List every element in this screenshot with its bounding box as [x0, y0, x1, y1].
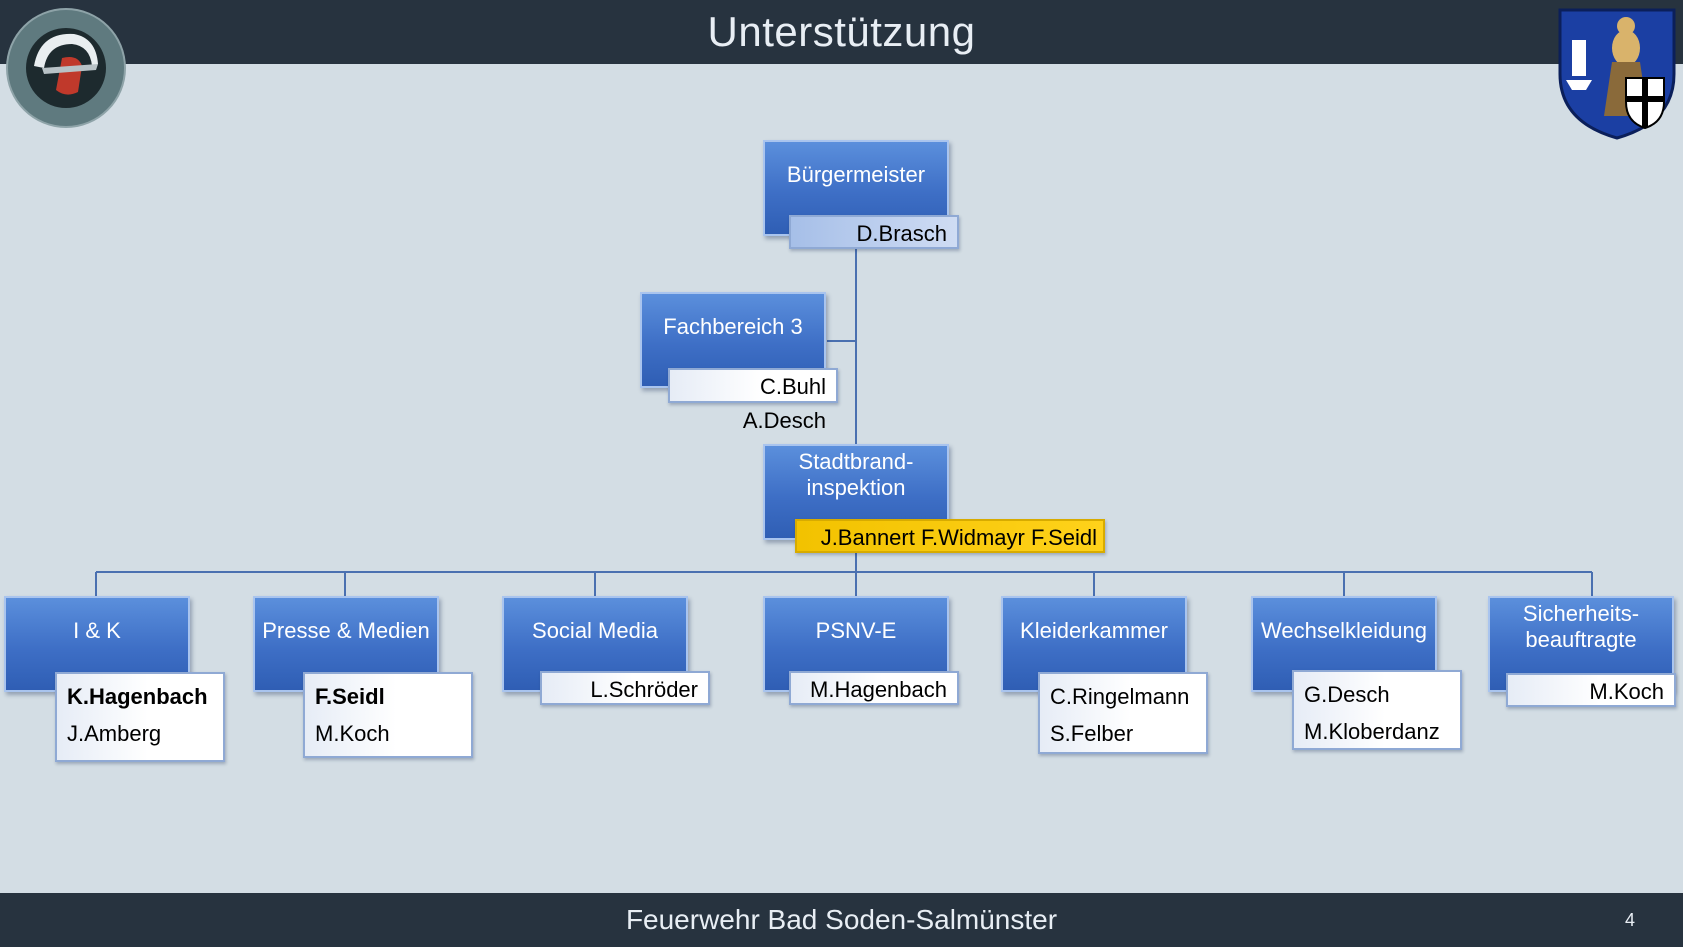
name-entry: M.Kloberdanz — [1304, 719, 1440, 744]
name-entry: S.Felber — [1050, 721, 1134, 746]
title-line: beauftragte — [1525, 627, 1637, 652]
name-entry: K.Hagenbach — [67, 684, 208, 709]
title-bar: Unterstützung — [0, 0, 1683, 64]
unit-names-wechselkleidung: G.Desch M.Kloberdanz — [1292, 670, 1462, 750]
unit-title: I & K — [73, 618, 121, 643]
title-line: inspektion — [806, 475, 906, 500]
name-entry: J.Bannert F.Widmayr F.Seidl — [820, 525, 1097, 550]
unit-title: Kleiderkammer — [1020, 618, 1168, 643]
unit-title: Presse & Medien — [262, 618, 430, 643]
title-line: Sicherheits- — [1522, 601, 1640, 626]
unit-names-social-media: L.Schröder — [540, 671, 710, 705]
unit-title: Wechselkleidung — [1261, 618, 1427, 643]
stadtbrandinspektion-names: J.Bannert F.Widmayr F.Seidl — [795, 519, 1105, 553]
unit-title: Social Media — [532, 618, 658, 643]
unit-title: PSNV-E — [815, 618, 897, 643]
unit-names-sicherheitsbeauftragte: M.Koch — [1506, 673, 1676, 707]
name-entry: M.Koch — [1589, 679, 1664, 704]
name-entry: J.Amberg — [67, 721, 162, 746]
buergermeister-names: D.Brasch — [789, 215, 959, 249]
footer-bar: Feuerwehr Bad Soden-Salmünster 4 — [0, 893, 1683, 947]
page-number: 4 — [1624, 910, 1635, 930]
name-entry: M.Hagenbach — [810, 677, 947, 702]
fachbereich-names: C.Buhl A.Desch — [668, 368, 838, 433]
unit-names-iuk: K.Hagenbach J.Amberg — [55, 672, 225, 762]
name-entry: L.Schröder — [590, 677, 698, 702]
buergermeister-title: Bürgermeister — [786, 162, 926, 187]
name-entry: M.Koch — [315, 721, 390, 746]
feuerwehr-emblem-logo — [6, 8, 126, 128]
unit-names-presse-medien: F.Seidl M.Koch — [303, 672, 473, 758]
unit-names-kleiderkammer: C.Ringelmann S.Felber — [1038, 672, 1208, 754]
stadtbrandinspektion-title: Stadtbrand- inspektion — [799, 449, 914, 535]
name-entry: C.Buhl A.Desch — [742, 374, 826, 433]
name-entry: D.Brasch — [856, 221, 947, 246]
name-entry: C.Ringelmann — [1050, 684, 1190, 709]
footer-text: Feuerwehr Bad Soden-Salmünster — [625, 904, 1058, 935]
slide-title: Unterstützung — [707, 8, 976, 55]
fachbereich-title: Fachbereich 3 — [663, 314, 803, 339]
unit-names-psnv-e: M.Hagenbach — [789, 671, 959, 705]
name-entry: F.Seidl — [315, 684, 385, 709]
name-entry: G.Desch — [1304, 682, 1390, 707]
title-line: Stadtbrand- — [798, 449, 914, 474]
unit-title: Sicherheits- beauftragte — [1523, 601, 1639, 687]
coat-of-arms-logo — [1558, 8, 1676, 140]
